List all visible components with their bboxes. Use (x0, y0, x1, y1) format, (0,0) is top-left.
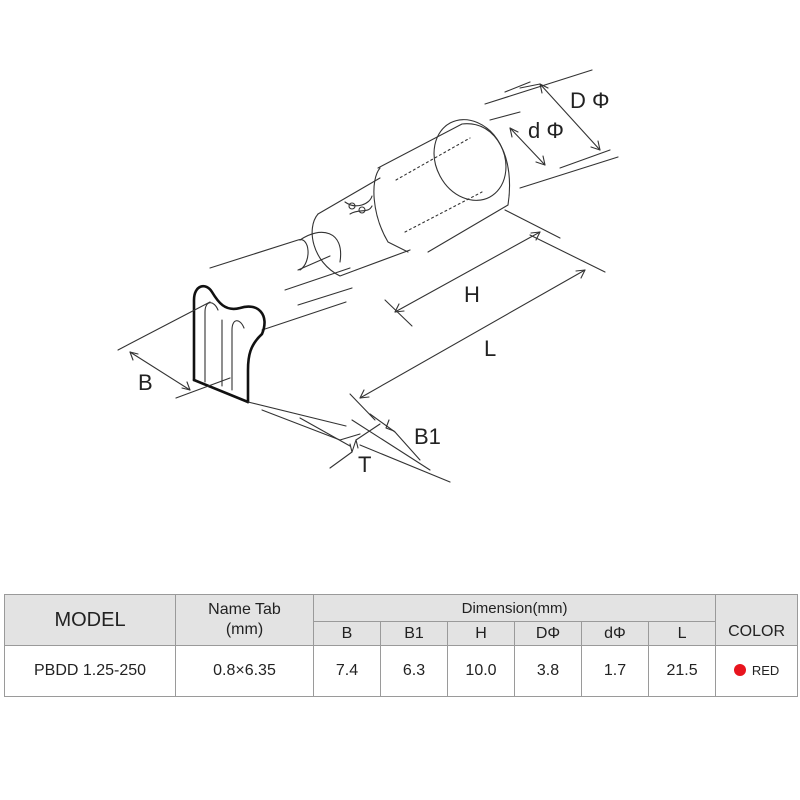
B1-cell: 6.3 (380, 645, 448, 697)
insulation-sleeve (373, 119, 511, 253)
model-cell: PBDD 1.25-250 (4, 645, 176, 697)
neck (311, 177, 411, 277)
model-header: MODEL (4, 594, 176, 646)
spec-table: MODEL Name Tab (mm) Dimension(mm) COLOR … (4, 594, 799, 697)
col-H-header: H (447, 621, 515, 646)
col-d-phi-header: dΦ (581, 621, 649, 646)
label-D-phi: D Φ (570, 88, 610, 113)
receptacle-body (209, 231, 353, 331)
col-B-header: B (313, 621, 381, 646)
dim-D-phi (504, 81, 611, 169)
color-dot-icon (733, 664, 746, 676)
dim-H (384, 209, 561, 327)
label-H: H (464, 282, 480, 307)
front-contact (192, 284, 266, 404)
dim-B (117, 301, 231, 399)
terminal-diagram: D Φ d Φ H L B B1 T (117, 69, 619, 483)
wire (484, 69, 619, 189)
label-B: B (138, 370, 153, 395)
dim-d-phi (489, 111, 546, 166)
front-contact-inner (204, 302, 245, 391)
name-tab-header-line2: (mm) (225, 621, 264, 638)
name-tab-header-line1: Name Tab (208, 601, 281, 618)
label-L: L (484, 336, 496, 361)
dimension-header: Dimension(mm) (312, 594, 717, 622)
name-tab-header: Name Tab (mm) (175, 594, 314, 646)
table-row: PBDD 1.25-250 0.8×6.35 7.4 6.3 10.0 3.8 … (4, 645, 799, 697)
name-tab-cell: 0.8×6.35 (175, 645, 314, 697)
color-header: COLOR (715, 594, 799, 646)
col-D-phi-header: DΦ (514, 621, 582, 646)
label-d-phi: d Φ (528, 118, 564, 143)
d-phi-cell: 1.7 (581, 645, 649, 697)
color-name: RED (751, 663, 780, 678)
col-L-header: L (647, 621, 717, 646)
color-cell: RED (715, 645, 799, 697)
D-phi-cell: 3.8 (514, 645, 582, 697)
col-B1-header: B1 (380, 621, 448, 646)
dim-T (329, 423, 381, 469)
label-B1: B1 (414, 424, 441, 449)
H-cell: 10.0 (447, 645, 515, 697)
dim-B1 (351, 413, 451, 483)
dim-L (349, 234, 606, 421)
label-T: T (358, 452, 371, 477)
B-cell: 7.4 (313, 645, 381, 697)
L-cell: 21.5 (647, 645, 717, 697)
tab-receptacle (247, 401, 361, 447)
